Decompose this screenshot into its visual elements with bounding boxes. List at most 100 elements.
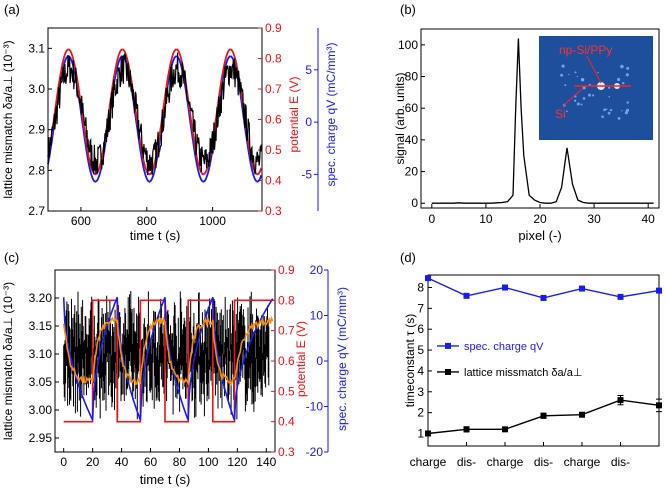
inset-speck [588,93,591,97]
inset-speck [576,102,580,106]
data-point [425,430,431,437]
y-right2-tick-label: -10 [306,400,324,414]
inset-speck [601,115,604,118]
y-right-tick-label: 0.8 [265,52,282,66]
y-right-tick-label: 0.7 [265,82,282,96]
x-tick-label: 800 [137,214,157,228]
series-line [431,38,654,204]
y-axis-label-charge: spec. charge qV (mC/mm³) [324,42,338,186]
inset-speck [574,99,577,102]
inset-speck [624,111,629,115]
x-tick-label: 10 [479,212,493,226]
x-tick-label: dis- [457,455,476,469]
data-point [540,294,547,301]
data-point [617,397,624,404]
y-right2-tick-label: 10 [310,309,324,323]
y-axis-label: signal (arb. units) [393,72,407,164]
data-point [579,285,585,292]
inset-speck [625,73,629,77]
data-point [656,287,662,294]
inset-speck [597,71,599,74]
inset-speck [605,108,608,111]
charge-line [62,296,274,421]
x-tick-label: 120 [227,455,247,469]
inset-speck [582,86,586,90]
x-tick-label: 30 [587,212,601,226]
y-axis-label-charge: spec. charge qV (mC/mm³) [335,287,349,431]
inset-speck [560,73,564,77]
panel-label-a: (a) [4,2,20,17]
x-tick-label: 20 [533,212,547,226]
series-line [427,277,660,299]
legend-swatch-marker [445,342,451,349]
x-tick-label: 0 [428,212,435,226]
x-tick-label: dis- [611,455,630,469]
y-axis-label: timeconstant τ (s) [403,314,417,407]
data-point [502,426,508,433]
inset-speck [607,111,611,115]
y-right-tick-label: 0.8 [278,293,295,307]
inset-speck [622,82,625,85]
inset-speck [625,108,630,112]
inset-speck [603,108,606,112]
x-tick-label: 20 [86,455,100,469]
y-tick-label: 2.7 [28,204,45,218]
plot-frame [47,27,263,212]
inset-image [539,36,653,140]
x-tick-label: charge [564,455,601,469]
inset-speck [561,64,565,68]
y-right2-tick-label: -5 [301,167,312,181]
inset-speck [608,86,611,89]
y-tick-label: 3.15 [29,319,53,333]
y-tick-label: 60 [405,101,419,115]
inset-speck [617,77,621,82]
y-tick-label: 100 [398,38,418,52]
x-axis-label: time t (s) [130,228,181,243]
y-axis-label-potential: potential E (V) [287,76,301,152]
y-tick-label: 80 [405,70,419,84]
y-tick-label: 40 [405,133,419,147]
y-tick-label: 3.00 [29,403,53,417]
y-tick-label: 2.9 [28,123,45,137]
y-right-tick-label: 0.3 [265,204,282,218]
series-line [47,48,263,176]
y-tick-label: 3.1 [28,41,45,55]
inset-speck [609,108,613,112]
y-tick-label: 2.8 [28,163,45,177]
inset-speck [582,97,586,100]
x-tick-label: 600 [71,214,91,228]
y-tick-label: 5 [417,343,424,357]
inset-speck [581,78,584,81]
y-axis-label-left: lattice mismatch δa/a⊥ (10⁻³) [1,40,15,198]
inset-speck [566,110,568,113]
y-tick-label: 3 [417,385,424,399]
y-tick-label: 3.20 [29,291,53,305]
panel-label-c: (c) [4,250,19,265]
inset-speck [580,103,583,106]
inset-speck [574,71,577,74]
x-tick-label: 1000 [199,214,226,228]
inset-speck [617,117,621,120]
inset-pointer [562,87,584,107]
panel-label-b: (b) [400,2,416,17]
y-right-tick-label: 0.9 [278,263,295,277]
y-tick-label: 2 [417,406,424,420]
y-right2-tick-label: 5 [305,63,312,77]
inset-speck [608,96,610,98]
y-right-tick-label: 0.7 [278,324,295,338]
y-tick-label: 0 [411,196,418,210]
y-tick-label: 1 [417,426,424,440]
x-tick-label: 0 [60,455,67,469]
x-tick-label: 100 [198,455,218,469]
y-tick-label: 20 [405,165,419,179]
x-tick-label: charge [410,455,447,469]
y-right2-tick-label: 0 [316,354,323,368]
y-right-tick-label: 0.6 [265,113,282,127]
legend-swatch-marker [445,368,451,375]
legend-entry: lattice missmatch δa/a⊥ [464,367,582,379]
